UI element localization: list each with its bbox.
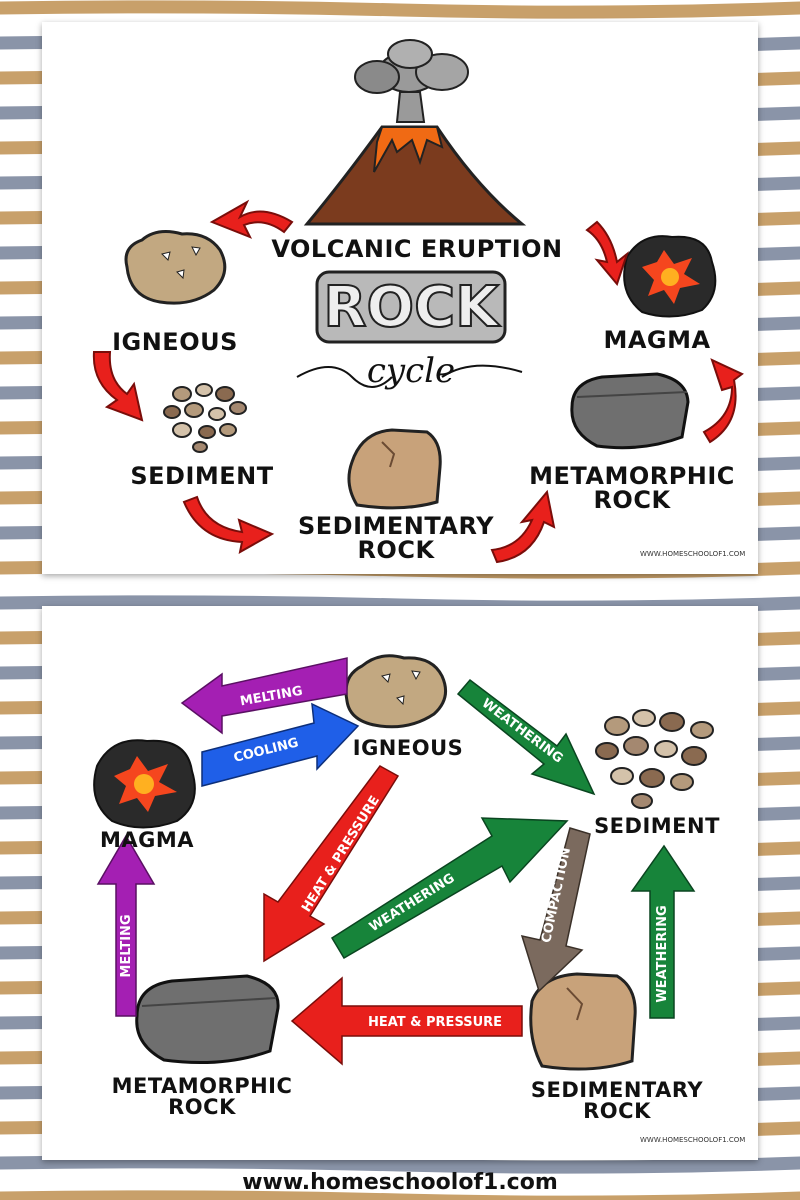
cycle-arrow-3 bbox=[182, 495, 275, 554]
igneous-rock-icon bbox=[344, 654, 448, 729]
background-stripe bbox=[0, 1155, 800, 1174]
metamorphic-rock-icon bbox=[570, 372, 690, 450]
cycle-arrow-1 bbox=[209, 199, 294, 239]
background-stripe bbox=[0, 0, 800, 19]
sediment-label: SEDIMENT bbox=[594, 814, 720, 838]
arrow-compaction: COMPACTION bbox=[520, 827, 591, 993]
sediment-label: SEDIMENT bbox=[130, 462, 274, 490]
website-watermark: WWW.HOMESCHOOLOF1.COM bbox=[640, 550, 746, 558]
arrow-label-heat-pressure-diag: HEAT & PRESSURE bbox=[299, 793, 383, 915]
igneous-rock-icon bbox=[124, 230, 227, 305]
sedimentary-rock-label: SEDIMENTARY ROCK bbox=[297, 512, 495, 564]
arrow-weathering-right: WEATHERING bbox=[630, 844, 696, 1019]
arrow-cooling: COOLING bbox=[201, 702, 360, 787]
arrow-label-weathering-mid: WEATHERING bbox=[367, 871, 457, 935]
arrow-label-heat-pressure-bottom: HEAT & PRESSURE bbox=[368, 1015, 502, 1030]
cycle-arrow-6 bbox=[585, 220, 630, 287]
igneous-label: IGNEOUS bbox=[112, 328, 238, 356]
arrow-melting-top: MELTING bbox=[180, 657, 348, 735]
footer-url: www.homeschoolof1.com bbox=[242, 1170, 558, 1195]
arrow-heat-pressure-bottom: HEAT & PRESSURE bbox=[290, 976, 523, 1066]
sediment-icon bbox=[163, 383, 247, 453]
arrow-weathering-mid: WEATHERING bbox=[330, 817, 569, 960]
arrow-label-weathering-right: WEATHERING bbox=[655, 905, 670, 1002]
sedimentary-rock-icon bbox=[529, 972, 637, 1071]
metamorphic-rock-label: METAMORPHIC ROCK bbox=[111, 1074, 293, 1119]
cycle-arrow-4 bbox=[490, 489, 556, 564]
arrow-label-weathering-top: WEATHERING bbox=[479, 696, 566, 767]
arrow-label-melting-left: MELTING bbox=[119, 914, 134, 977]
sedimentary-rock-label: SEDIMENTARY ROCK bbox=[530, 1078, 704, 1123]
magma-icon bbox=[623, 235, 717, 318]
arrow-weathering-top: WEATHERING bbox=[456, 678, 596, 796]
magma-label: MAGMA bbox=[99, 828, 195, 852]
volcano-icon bbox=[303, 39, 527, 226]
metamorphic-rock-icon bbox=[135, 974, 280, 1065]
rock-cycle-card-processes: MELTING COOLING WEATHERING HEAT & PRESSU… bbox=[42, 606, 758, 1160]
cycle-arrow-5 bbox=[702, 358, 744, 444]
website-watermark: WWW.HOMESCHOOLOF1.COM bbox=[640, 1136, 746, 1144]
background-stripe bbox=[0, 1190, 800, 1200]
rock-cycle-card-illustrated: ROCK cycle VOLCANIC ERUPTION IGNEOUS MAG… bbox=[42, 22, 758, 574]
magma-label: MAGMA bbox=[603, 326, 711, 354]
igneous-label: IGNEOUS bbox=[352, 736, 464, 760]
sediment-icon bbox=[595, 709, 714, 809]
volcanic-eruption-label: VOLCANIC ERUPTION bbox=[271, 235, 563, 263]
metamorphic-rock-label: METAMORPHIC ROCK bbox=[529, 462, 735, 514]
magma-icon bbox=[93, 739, 196, 829]
rock-title: ROCK bbox=[323, 275, 501, 340]
arrow-melting-left: MELTING bbox=[96, 834, 156, 1017]
sedimentary-rock-icon bbox=[347, 428, 442, 510]
rock-title-graphic: ROCK cycle bbox=[296, 270, 523, 391]
cycle-subtitle: cycle bbox=[367, 351, 455, 391]
cycle-arrow-2 bbox=[92, 351, 144, 422]
